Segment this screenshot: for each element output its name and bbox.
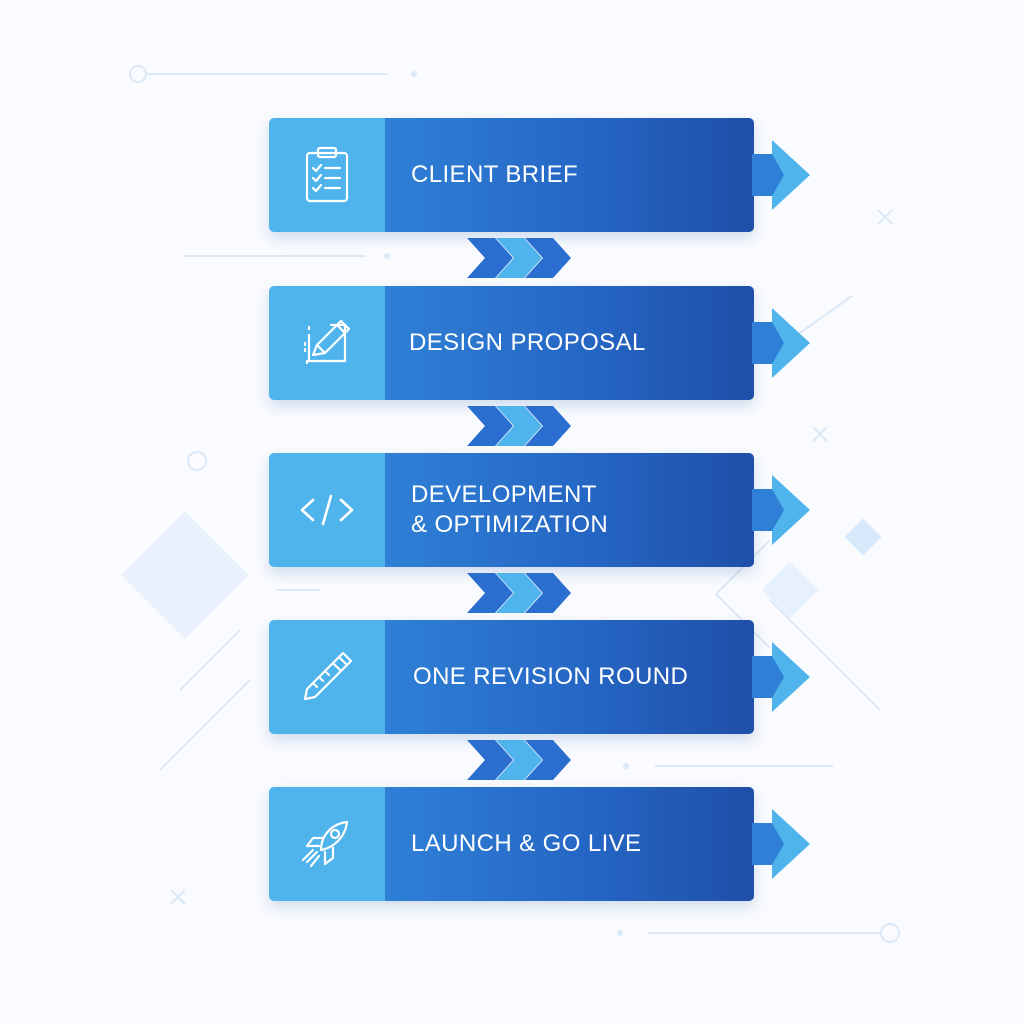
marker-pen-icon (303, 651, 353, 701)
side-arrow-right (752, 140, 810, 210)
code-brackets-icon (300, 494, 354, 526)
clipboard-icon (305, 146, 349, 203)
chevron-connector (467, 406, 571, 446)
chevron-connector (467, 573, 571, 613)
chevron-connector (467, 740, 571, 780)
step-client-brief: CLIENT BRIEF (269, 118, 754, 232)
step-body: LAUNCH & GO LIVE (385, 787, 754, 901)
step-label: DEVELOPMENT & OPTIMIZATION (411, 481, 609, 538)
side-arrow-right (752, 642, 810, 712)
step-icon-panel (269, 620, 385, 734)
step-icon-panel (269, 787, 385, 901)
side-arrow-right (752, 809, 810, 879)
pencil-sketch-icon (303, 319, 351, 365)
step-body: ONE REVISION ROUND (385, 620, 754, 734)
step-icon-panel (269, 286, 385, 400)
step-icon-panel (269, 453, 385, 567)
step-body: DEVELOPMENT & OPTIMIZATION (385, 453, 754, 567)
step-label: DESIGN PROPOSAL (409, 329, 646, 356)
rocket-icon (301, 820, 349, 868)
step-label: CLIENT BRIEF (411, 161, 579, 188)
step-icon-panel (269, 118, 385, 232)
side-arrow-right (752, 308, 810, 378)
step-launch-go-live: LAUNCH & GO LIVE (269, 787, 754, 901)
step-design-proposal: DESIGN PROPOSAL (269, 286, 754, 400)
step-development-optimization: DEVELOPMENT & OPTIMIZATION (269, 453, 754, 567)
step-body: CLIENT BRIEF (385, 118, 754, 232)
step-label: ONE REVISION ROUND (413, 663, 689, 690)
side-arrow-right (752, 475, 810, 545)
step-body: DESIGN PROPOSAL (385, 286, 754, 400)
step-one-revision-round: ONE REVISION ROUND (269, 620, 754, 734)
step-label: LAUNCH & GO LIVE (411, 830, 642, 857)
chevron-connector (467, 238, 571, 278)
